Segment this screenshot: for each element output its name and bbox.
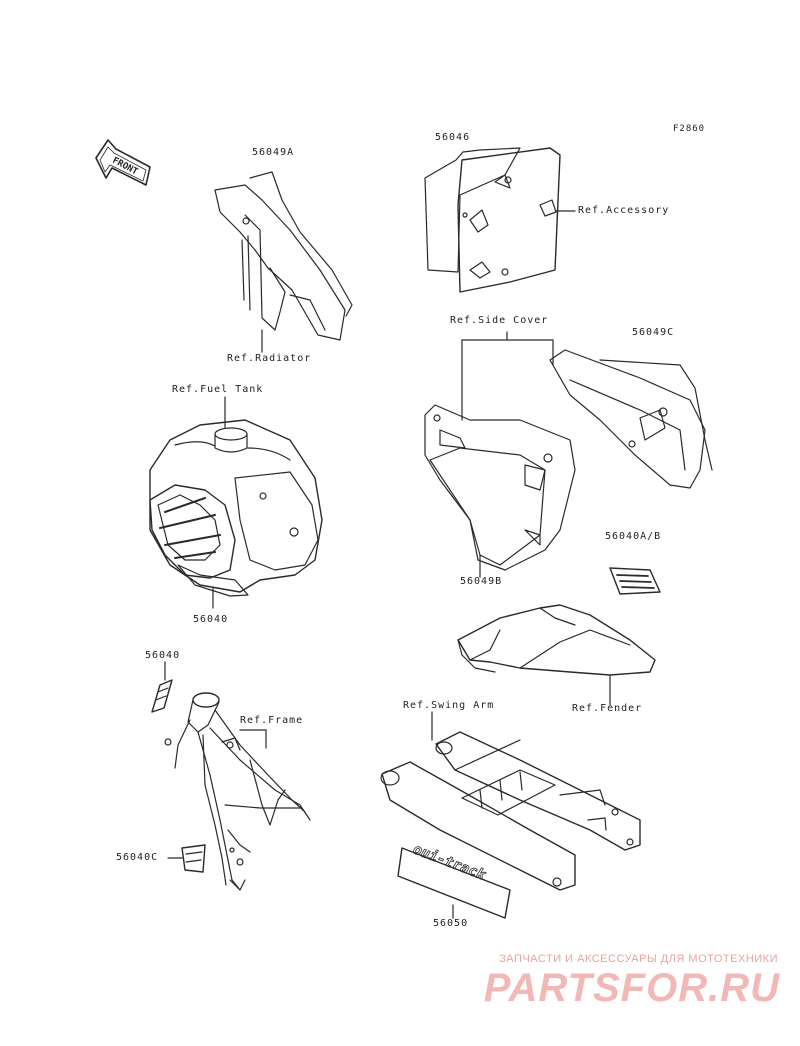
part-56040AB-decal xyxy=(609,567,661,595)
part-56050-decal: oui-track xyxy=(397,841,511,919)
watermark-tagline: ЗАПЧАСТИ И АКСЕССУАРЫ ДЛЯ МОТОТЕХНИКИ xyxy=(499,953,778,965)
label-ref-frame: Ref.Frame xyxy=(240,715,304,726)
label-ref-radiator: Ref.Radiator xyxy=(227,353,312,364)
label-ref-accessory: Ref.Accessory xyxy=(578,205,670,216)
part-rear-fender xyxy=(457,604,656,676)
label-ref-fuel-tank: Ref.Fuel Tank xyxy=(172,384,264,395)
part-fuel-tank xyxy=(149,419,323,597)
label-56040C: 56040C xyxy=(116,852,159,863)
label-56049A: 56049A xyxy=(252,147,295,158)
label-56049B: 56049B xyxy=(460,576,503,587)
part-56049A-shroud xyxy=(214,171,353,341)
part-frame xyxy=(164,692,311,891)
label-56040AB: 56040A/B xyxy=(605,531,662,542)
front-arrow-icon: FRONT xyxy=(95,139,151,186)
part-56049B-side-cover xyxy=(424,404,576,571)
side-cover-bracket xyxy=(461,331,554,421)
part-56049C-rear-cover xyxy=(549,349,713,489)
part-swing-arm xyxy=(380,731,641,891)
watermark-logo: PARTSFOR.RU xyxy=(483,966,780,1010)
label-56040-frame: 56040 xyxy=(145,650,181,661)
label-56046: 56046 xyxy=(435,132,471,143)
label-56050: 56050 xyxy=(433,918,469,929)
label-ref-fender: Ref.Fender xyxy=(572,703,643,714)
label-ref-swing-arm: Ref.Swing Arm xyxy=(403,700,495,711)
label-ref-side-cover: Ref.Side Cover xyxy=(450,315,549,326)
part-56046-plate xyxy=(424,147,576,293)
part-56040-frame-decal xyxy=(151,679,173,713)
figure-code: F2860 xyxy=(673,124,706,134)
label-56049C: 56049C xyxy=(632,327,675,338)
label-56040-tank: 56040 xyxy=(193,614,229,625)
part-56040C-decal xyxy=(181,844,206,873)
